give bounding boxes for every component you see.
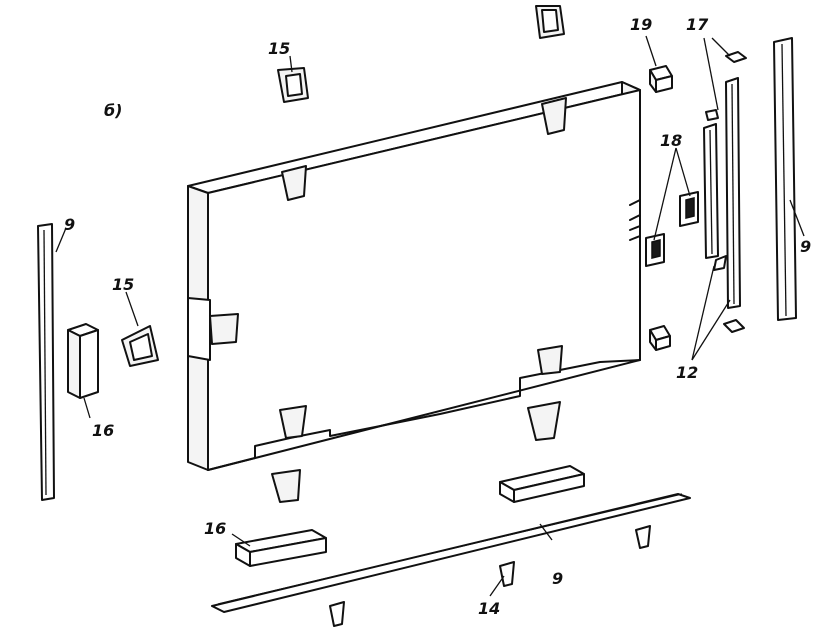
callout-18: 18 bbox=[660, 131, 682, 150]
bottom-strip-part-9 bbox=[211, 493, 691, 613]
shoes-14 bbox=[329, 525, 651, 627]
channel-b-line bbox=[731, 83, 735, 305]
channel-parts-12 bbox=[703, 77, 745, 333]
wedge-bottom-right bbox=[527, 401, 561, 441]
right-strip-face bbox=[773, 37, 797, 321]
cubes-19 bbox=[649, 65, 673, 351]
callout-15-top: 15 bbox=[268, 39, 290, 58]
callout-9-right: 9 bbox=[800, 237, 811, 256]
left-strip-part-9 bbox=[37, 223, 55, 501]
panel-left-socket bbox=[209, 313, 239, 345]
right-strip-part-9 bbox=[773, 37, 797, 321]
bracket-18-b-hole bbox=[651, 239, 661, 259]
callout-15-left: 15 bbox=[112, 275, 134, 294]
wall-panel bbox=[187, 81, 641, 471]
wedge-15-top-inner bbox=[285, 73, 303, 97]
callout-17: 17 bbox=[686, 15, 709, 34]
cube-front-1 bbox=[655, 75, 673, 93]
wedge-15-left-inner bbox=[129, 333, 153, 361]
bar-right-front bbox=[513, 473, 585, 503]
piece-17-b bbox=[705, 109, 719, 121]
wedge-bottom-left bbox=[271, 469, 301, 503]
panel-front-face bbox=[207, 89, 641, 471]
panel-left-notch bbox=[187, 297, 211, 361]
cube-front-2 bbox=[655, 335, 671, 351]
bottom-strip-edge bbox=[217, 493, 683, 605]
callout-12: 12 bbox=[676, 363, 698, 382]
callout-16-left: 16 bbox=[92, 421, 114, 440]
bar-16-bottom-front bbox=[249, 537, 327, 567]
leader-lines bbox=[55, 35, 805, 597]
small-tab-2 bbox=[723, 319, 745, 333]
bar-16-left-side bbox=[67, 329, 81, 399]
callout-9-bottom: 9 bbox=[552, 569, 563, 588]
small-tab-1 bbox=[713, 255, 727, 271]
figure-label: б) bbox=[104, 101, 122, 120]
wedge-top-inner bbox=[541, 9, 559, 33]
callout-9-left: 9 bbox=[64, 215, 75, 234]
wedges-15 bbox=[121, 5, 565, 503]
panel-bottom-socket-2 bbox=[537, 345, 563, 375]
panel-bottom-socket-1 bbox=[279, 405, 307, 439]
piece-17-a bbox=[725, 51, 747, 63]
shoe-14-c bbox=[635, 525, 651, 549]
panel-top-socket-2 bbox=[541, 97, 567, 135]
panel-top-socket-1 bbox=[281, 165, 307, 201]
shoe-14-a bbox=[329, 601, 345, 627]
panel-bottom-edge bbox=[207, 359, 641, 471]
left-strip-face bbox=[37, 223, 55, 501]
left-strip-edge bbox=[43, 229, 47, 496]
parts-17 bbox=[705, 51, 747, 121]
bar-16-left-front bbox=[79, 329, 99, 399]
bracket-18-a-hole bbox=[685, 197, 695, 219]
callout-14: 14 bbox=[478, 599, 500, 618]
panel-right-slot bbox=[629, 199, 641, 221]
callout-19: 19 bbox=[630, 15, 652, 34]
right-strip-edge bbox=[781, 43, 787, 317]
panel-right-slot-2 bbox=[629, 225, 641, 241]
brackets-18 bbox=[645, 191, 699, 267]
callout-16-bottom: 16 bbox=[204, 519, 226, 538]
channel-a-line bbox=[709, 129, 713, 255]
shoe-14-b bbox=[499, 561, 515, 587]
bars-16 bbox=[67, 323, 585, 567]
